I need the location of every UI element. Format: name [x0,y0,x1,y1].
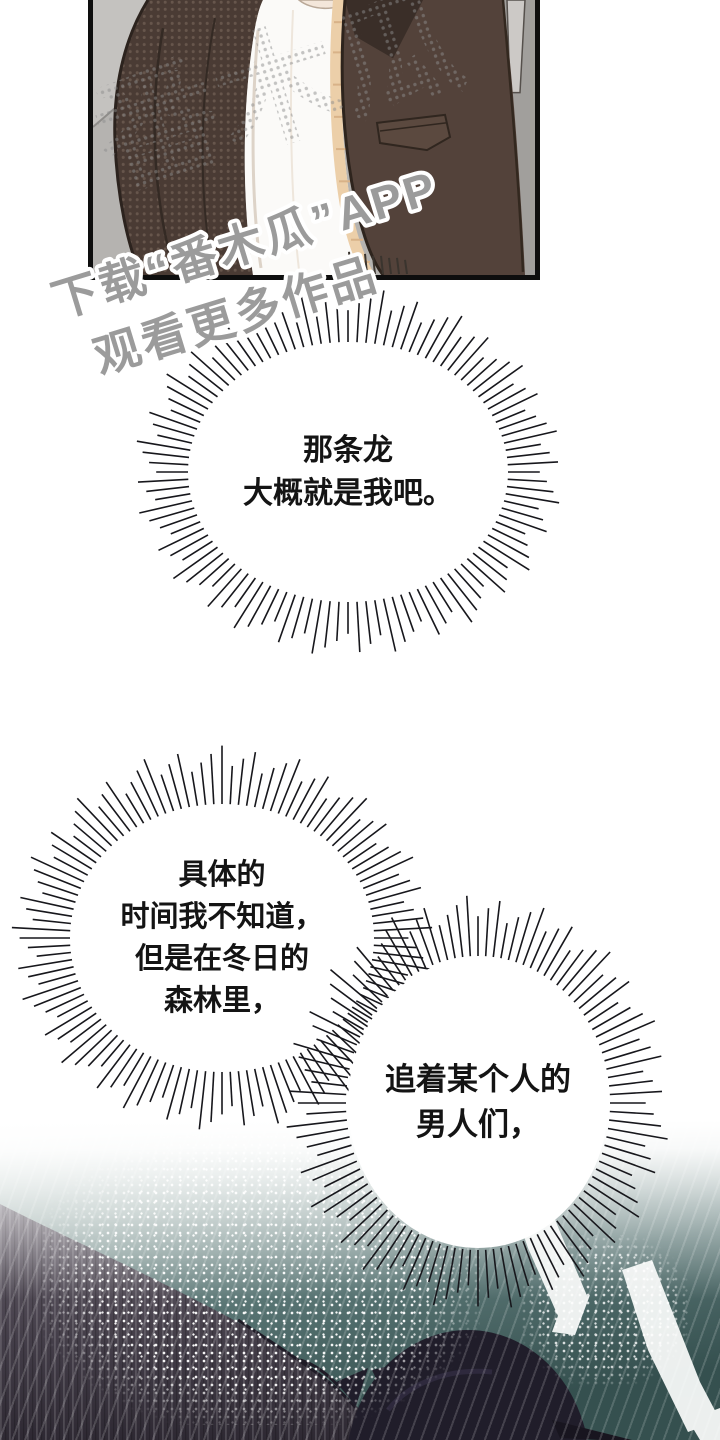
bubble-line: 大概就是我吧。 [243,477,453,510]
bubble-line: 男人们， [416,1107,540,1142]
forest-scene [0,1120,720,1440]
burst-rays [11,745,433,1130]
speech-bubble-2: 具体的 时间我不知道， 但是在冬日的 森林里， [2,736,442,1140]
bubble-line: 时间我不知道， [120,900,324,933]
jacket-lapel [345,0,423,59]
speech-bubble-3-text: 追着某个人的 男人们， [278,888,678,1318]
burst-rays [286,895,668,1308]
speech-bubble-3: 追着某个人的 男人们， [278,888,678,1318]
speech-bubble-2-text: 具体的 时间我不知道， 但是在冬日的 森林里， [2,736,442,1140]
bubble-line: 具体的 [178,858,266,891]
speech-bubble-1-text: 那条龙 大概就是我吧。 [120,274,576,670]
burst-rays [136,290,560,654]
shirt [141,0,373,275]
speech-bubble-1: 那条龙 大概就是我吧。 [120,274,576,670]
bubble-line: 但是在冬日的 [134,943,309,975]
character-panel-art: 番木瓜 [93,0,535,275]
bubble-line: 那条龙 [303,433,393,467]
snow-speckle-small [520,1235,690,1385]
jacket-pocket [375,113,452,152]
manga-panel: 番木瓜 [88,0,540,280]
jacket-hem-fringe [348,251,408,275]
bubble-line: 追着某个人的 [385,1062,571,1098]
bubble-line: 森林里， [163,985,280,1018]
